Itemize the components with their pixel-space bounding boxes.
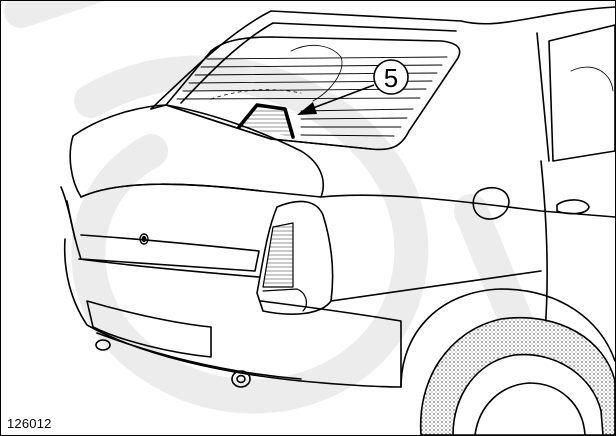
figure-number: 126012 xyxy=(7,416,52,431)
window-reflection-dashes xyxy=(210,89,302,100)
rear-panel xyxy=(66,200,260,272)
bumper-upper-line xyxy=(78,258,260,278)
highlighted-component xyxy=(237,103,295,139)
side-body-line xyxy=(320,194,615,218)
tow-hook-cover xyxy=(231,370,251,388)
rear-bumper xyxy=(63,238,402,388)
callout-label: 5 xyxy=(384,63,398,93)
side-window-frame xyxy=(536,32,550,162)
side-window-reflection xyxy=(570,66,614,92)
door-handle xyxy=(556,199,590,215)
fuel-door xyxy=(472,187,510,220)
side-body-line-lower xyxy=(330,270,542,302)
roof-outline xyxy=(150,6,615,110)
rear-tyre-sidewall xyxy=(452,353,604,435)
rear-wheel-rim xyxy=(474,382,586,435)
callout-arrowhead xyxy=(297,102,317,115)
rear-window xyxy=(165,36,461,151)
side-window xyxy=(548,24,615,162)
wheel-arch xyxy=(400,288,615,388)
callout-leader-line xyxy=(304,84,375,112)
door-seam xyxy=(540,160,548,332)
tail-light-lens xyxy=(262,222,294,288)
trunk-lid-crease xyxy=(80,183,262,198)
callout-circle xyxy=(373,59,409,95)
window-reflection xyxy=(290,44,343,102)
parcel-shelf xyxy=(150,104,372,150)
license-plate-recess xyxy=(86,300,212,358)
tail-light-lower xyxy=(262,288,307,312)
bumper-lower-line xyxy=(96,332,302,380)
callout-5: 5 xyxy=(297,59,409,115)
left-tail-light-edge xyxy=(60,186,76,240)
exhaust-pipe xyxy=(95,339,111,351)
tow-hook-cover-inner xyxy=(236,374,246,384)
